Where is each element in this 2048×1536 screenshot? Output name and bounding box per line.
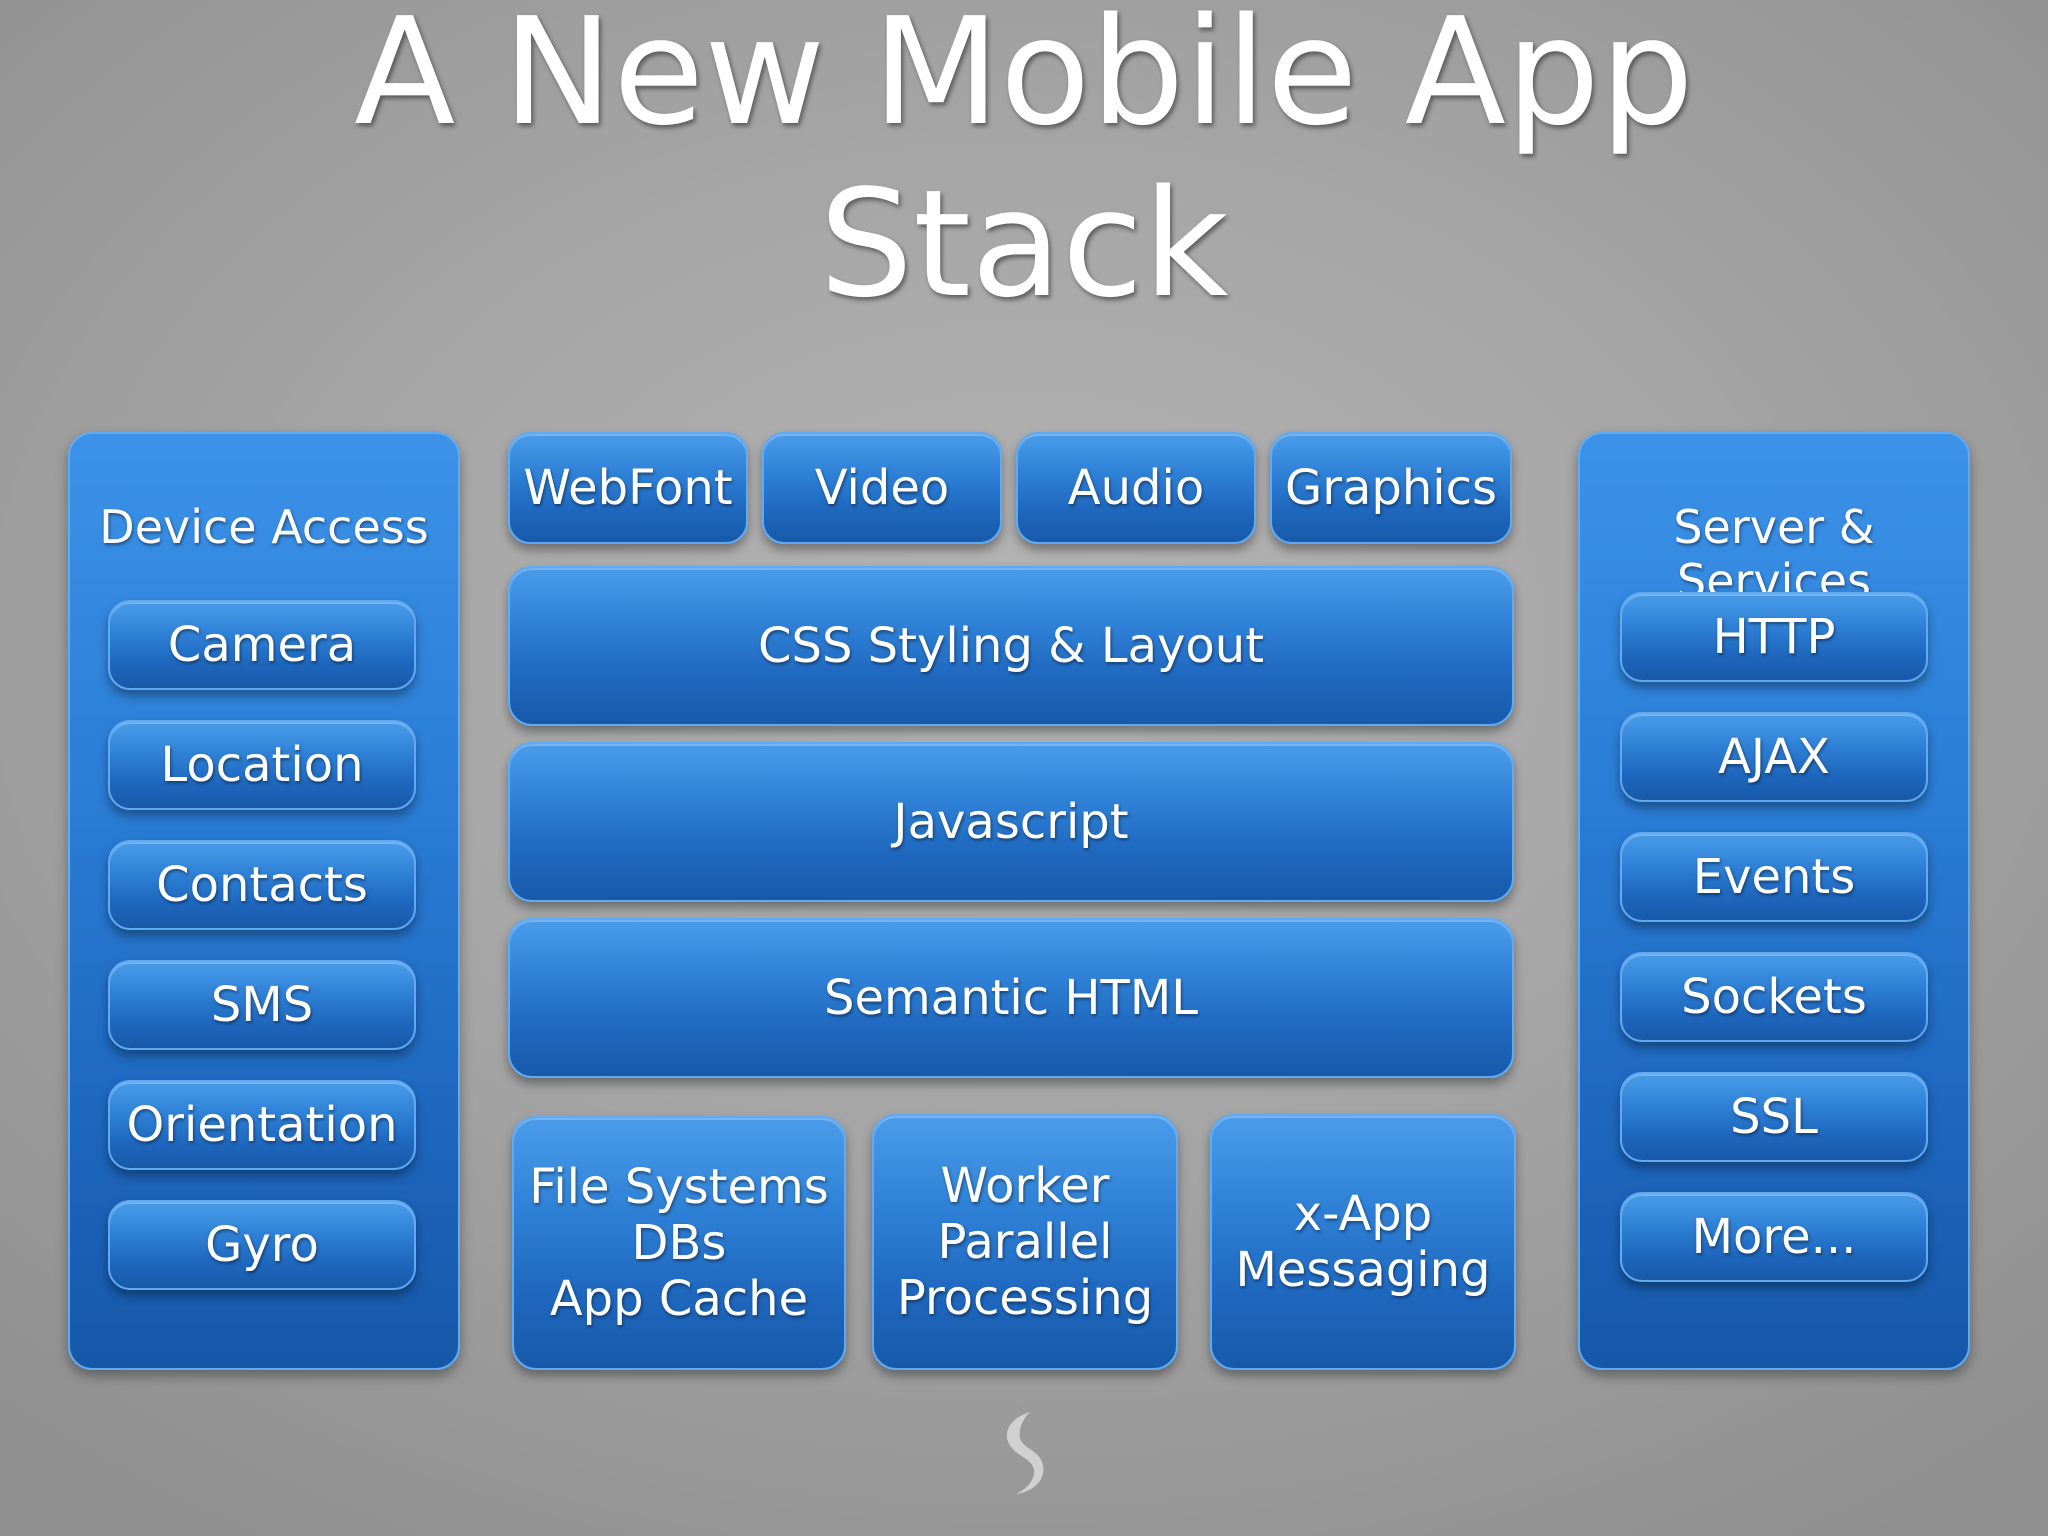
layer-javascript: Javascript bbox=[508, 742, 1514, 902]
messaging-line-messaging: Messaging bbox=[1235, 1242, 1491, 1298]
media-webfont: WebFont bbox=[508, 432, 748, 544]
worker-line-parallel: Parallel bbox=[937, 1214, 1113, 1270]
device-access-item-gyro: Gyro bbox=[108, 1200, 416, 1290]
storage-box: File Systems DBs App Cache bbox=[512, 1116, 846, 1370]
slide-title-line-2: Stack bbox=[819, 158, 1229, 330]
messaging-line-xapp: x-App bbox=[1293, 1186, 1433, 1242]
layer-semantic-html: Semantic HTML bbox=[508, 918, 1514, 1078]
s-swirl-logo-icon bbox=[1006, 1412, 1044, 1494]
media-audio: Audio bbox=[1016, 432, 1256, 544]
worker-box: Worker Parallel Processing bbox=[872, 1114, 1178, 1370]
storage-line-file-systems: File Systems bbox=[529, 1159, 829, 1215]
device-access-item-sms: SMS bbox=[108, 960, 416, 1050]
device-access-item-camera: Camera bbox=[108, 600, 416, 690]
worker-line-worker: Worker bbox=[940, 1158, 1110, 1214]
slide-title-line-1: A New Mobile App bbox=[354, 0, 1694, 158]
media-video: Video bbox=[762, 432, 1002, 544]
storage-line-dbs: DBs bbox=[631, 1215, 727, 1271]
server-item-more: More... bbox=[1620, 1192, 1928, 1282]
device-access-item-orientation: Orientation bbox=[108, 1080, 416, 1170]
storage-line-app-cache: App Cache bbox=[549, 1271, 809, 1327]
device-access-item-location: Location bbox=[108, 720, 416, 810]
server-item-events: Events bbox=[1620, 832, 1928, 922]
server-item-ajax: AJAX bbox=[1620, 712, 1928, 802]
messaging-box: x-App Messaging bbox=[1210, 1114, 1516, 1370]
device-access-title: Device Access bbox=[99, 500, 429, 554]
server-item-sockets: Sockets bbox=[1620, 952, 1928, 1042]
server-services-title-line-1: Server & bbox=[1673, 500, 1875, 554]
server-item-http: HTTP bbox=[1620, 592, 1928, 682]
worker-line-processing: Processing bbox=[896, 1270, 1154, 1326]
device-access-item-contacts: Contacts bbox=[108, 840, 416, 930]
media-graphics: Graphics bbox=[1270, 432, 1512, 544]
layer-css-styling-layout: CSS Styling & Layout bbox=[508, 566, 1514, 726]
server-item-ssl: SSL bbox=[1620, 1072, 1928, 1162]
